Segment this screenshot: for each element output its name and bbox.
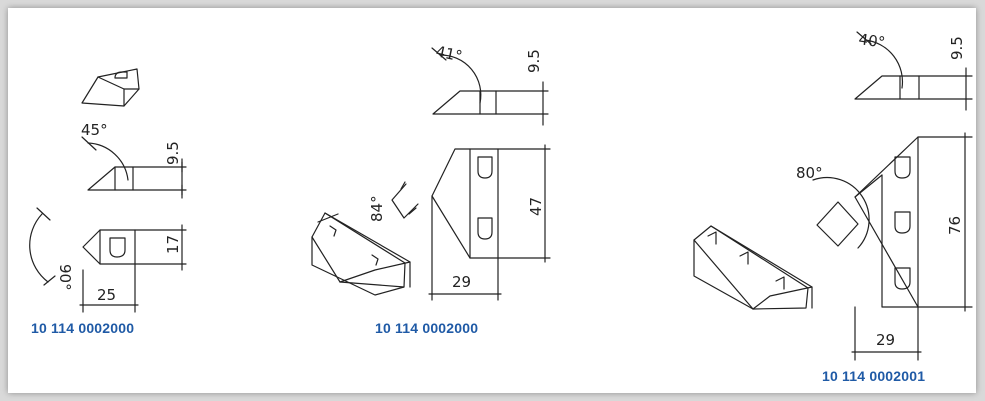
product-3-code: 10 114 0002001	[822, 368, 926, 384]
product-3-front-view	[812, 132, 973, 361]
product-1-3d-view	[81, 68, 140, 107]
product-3-height: 76	[946, 216, 964, 235]
product-1-front-view	[29, 207, 187, 313]
product-3-width: 29	[876, 331, 895, 349]
product-3-side-view	[854, 31, 973, 111]
product-3-tip-angle: 80°	[796, 164, 823, 182]
product-1-tip-angle: 90°	[56, 264, 74, 291]
product-2-front-view	[391, 144, 551, 301]
product-2-tip-angle: 84°	[368, 195, 386, 222]
drawing-panel	[8, 8, 976, 393]
product-1-side-view	[81, 136, 187, 199]
product-2-side-view	[431, 47, 549, 126]
product-2-width: 29	[452, 273, 471, 291]
product-1-width: 25	[97, 286, 116, 304]
product-3-3d-view	[693, 225, 813, 310]
product-1-height: 17	[164, 235, 182, 254]
product-2-code: 10 114 0002000	[375, 320, 479, 336]
product-1-top-height: 9.5	[164, 141, 182, 165]
product-2-top-height: 9.5	[525, 49, 543, 73]
product-3-top-angle: 40°	[857, 30, 886, 52]
product-3-top-height: 9.5	[948, 36, 966, 60]
product-1-code: 10 114 0002000	[31, 320, 135, 336]
product-2-top-angle: 41°	[434, 42, 464, 65]
product-1-top-angle: 45°	[81, 121, 108, 139]
product-2-3d-view	[311, 212, 411, 296]
product-2-height: 47	[527, 197, 545, 216]
